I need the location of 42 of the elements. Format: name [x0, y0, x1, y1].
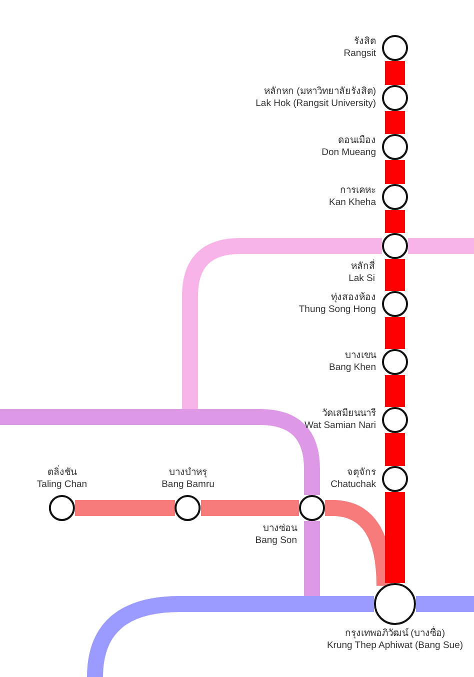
rail-line: [385, 111, 405, 134]
station-name: ดอนเมือง: [338, 135, 376, 147]
station-name: Krung Thep Aphiwat (Bang Sue): [326, 640, 464, 652]
rail-line: [201, 500, 299, 516]
station-name: บางเขน: [345, 350, 376, 362]
rail-line: [0, 409, 320, 495]
rail-line: [385, 160, 405, 184]
station-name: รังสิต: [354, 36, 376, 48]
rail-line: [408, 238, 474, 254]
station-name: จตุจักร: [347, 467, 376, 479]
station-name: Kan Kheha: [328, 197, 376, 209]
station-name: กรุงเทพอภิวัฒน์ (บางซื่อ): [345, 628, 445, 640]
station-name: Lak Si: [348, 273, 375, 285]
station-name: Bang Bamru: [162, 479, 214, 491]
station-name: Lak Hok (Rangsit University): [256, 98, 376, 110]
rail-line: [75, 500, 175, 516]
rail-line: [416, 596, 474, 612]
station-name: วัดเสมียนนารี: [322, 408, 376, 420]
station-name: Bang Khen: [328, 362, 376, 374]
rail-line: [87, 596, 374, 677]
station-name: Bang Son: [255, 535, 297, 547]
station-name: Don Mueang: [322, 147, 376, 159]
station-name: การเคหะ: [340, 185, 376, 197]
station-name: หลักสี่: [351, 261, 375, 273]
rail-line: [385, 375, 405, 407]
rail-line: [385, 433, 405, 466]
station-name: บางบำหรุ: [169, 467, 207, 479]
rail-line: [385, 259, 405, 291]
rail-line: [385, 317, 405, 349]
rail-line: [325, 500, 392, 586]
station-name: Wat Samian Nari: [304, 420, 376, 432]
rail-line: [385, 492, 405, 583]
station-name: Rangsit: [344, 48, 376, 60]
station-name: บางซ่อน: [263, 523, 297, 535]
station-name: ตลิ่งชัน: [48, 467, 76, 479]
station-name: Taling Chan: [36, 479, 88, 491]
rail-line: [385, 210, 405, 233]
station-name: Chatuchak: [330, 479, 376, 491]
station-name: หลักหก (มหาวิทยาลัยรังสิต): [264, 86, 376, 98]
rail-line: [385, 61, 405, 85]
station-name: ทุ่งสองห้อง: [331, 292, 376, 304]
station-name: Thung Song Hong: [298, 304, 376, 316]
